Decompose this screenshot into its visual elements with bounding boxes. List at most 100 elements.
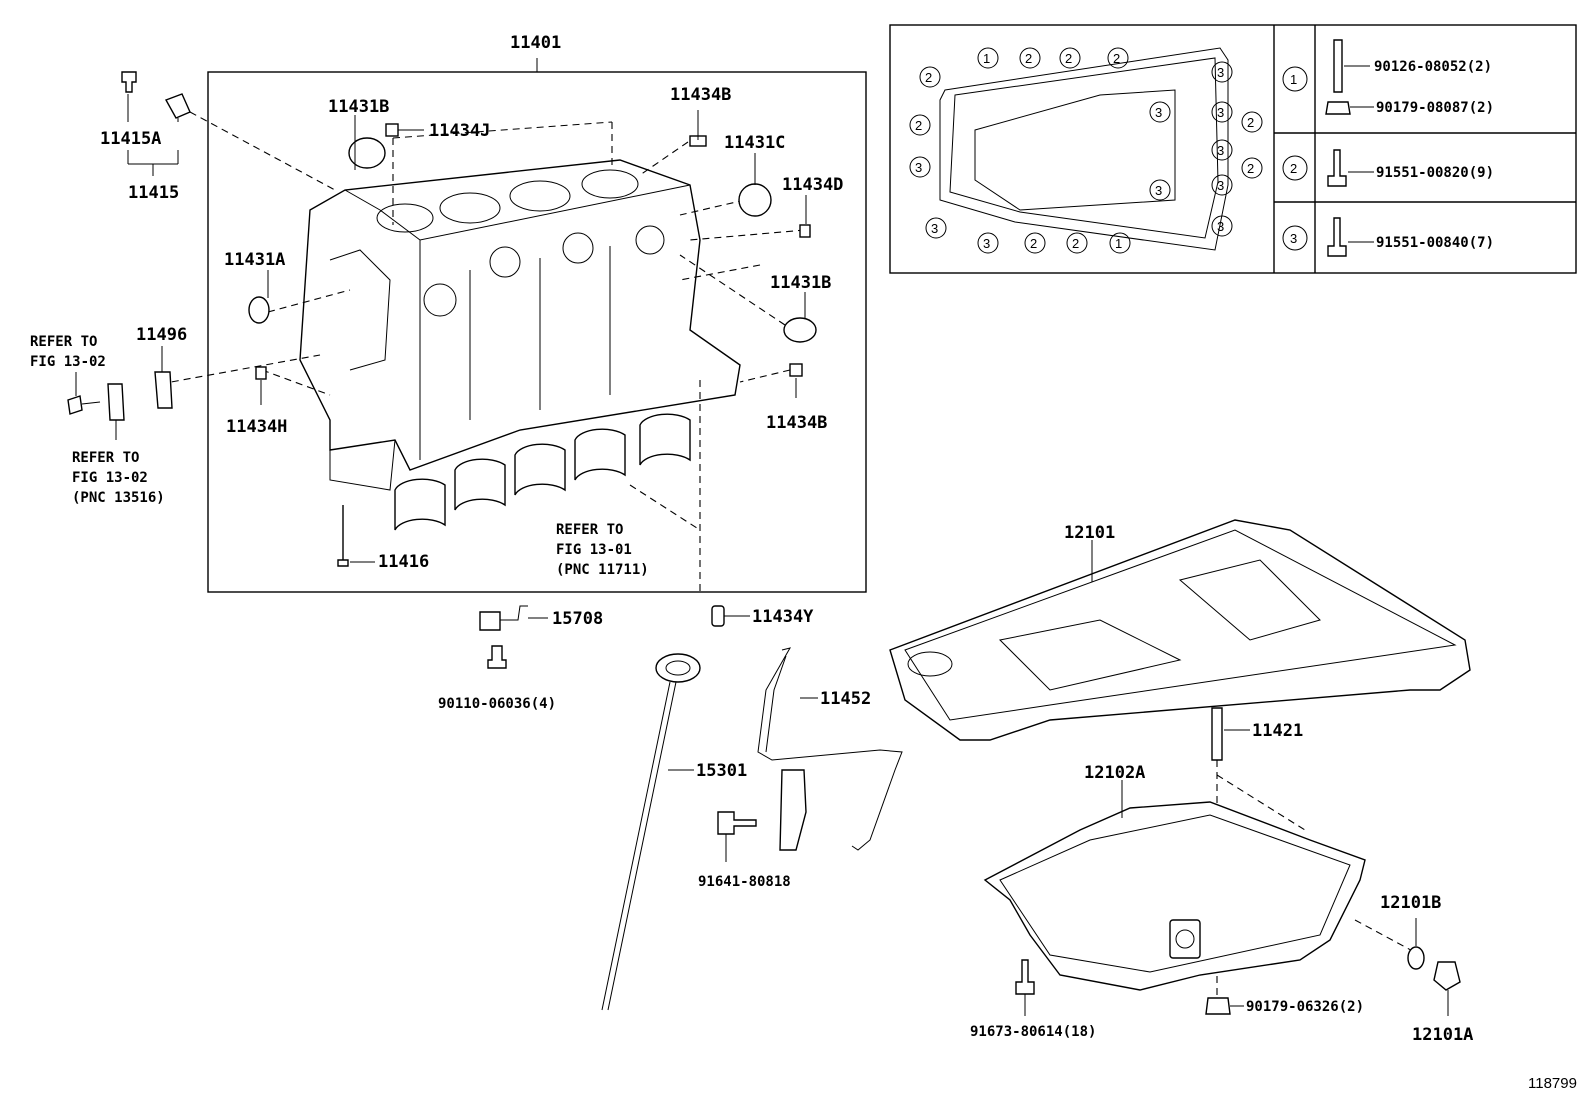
svg-text:2: 2 [1030,236,1037,251]
bolt-row-2: 2 91551-00820(9) [1282,149,1494,187]
bearing-shells-icon [394,413,691,531]
bolt-90110-icon [487,645,507,669]
label-11401[interactable]: 11401 [510,33,561,53]
svg-text:3: 3 [1217,105,1224,120]
pin-11434b-bottom-icon [789,363,803,377]
part-91641-80818[interactable]: 91641-80818 [698,874,791,890]
clamp-11415-icon [164,93,191,119]
svg-text:2: 2 [1072,236,1079,251]
figure-id: 118799 [1528,1075,1577,1092]
flange-bolt-icon [1327,149,1347,187]
svg-text:3: 3 [1155,105,1162,120]
cylinder-block-icon [299,159,741,491]
label-11434b-bottom[interactable]: 11434B [766,413,827,433]
label-11434h[interactable]: 11434H [226,417,287,437]
nut-icon [1325,101,1351,115]
label-11431b-top[interactable]: 11431B [328,97,389,117]
label-11434d[interactable]: 11434D [782,175,843,195]
bolt-layout-table: 2 1 2 2 2 3 2 3 2 2 3 3 3 3 3 3 2 2 1 3 … [889,24,1577,274]
label-11431a[interactable]: 11431A [224,250,285,270]
seal-11431a-icon [248,296,270,324]
guide-tube-11452-icon [757,647,903,851]
svg-text:2: 2 [1065,51,1072,66]
svg-text:3: 3 [983,236,990,251]
refer-fig-13-01-line3[interactable]: (PNC 11711) [556,562,649,578]
oil-pan-group: 12101 11421 12102A 12101B 12101A 90179-0… [889,519,1473,1045]
bolt-row-1: 1 90126-08052(2) 90179-08087(2) [1282,39,1494,116]
stud-11421-icon [1211,707,1223,761]
pin-11434d-icon [799,224,811,238]
plug-11431c-icon [738,183,772,217]
refer-fig-13-02-top-line1[interactable]: REFER TO [30,334,97,350]
svg-text:2: 2 [1025,51,1032,66]
pin-11434h-icon [255,366,267,380]
label-11415[interactable]: 11415 [128,183,179,203]
refer-fig-13-02-bottom-line2[interactable]: FIG 13-02 [72,470,148,486]
stud-bolt-icon [1333,39,1343,93]
bolt-row-3: 3 91551-00840(7) [1282,217,1494,257]
svg-text:1: 1 [1290,72,1297,87]
svg-text:1: 1 [983,51,990,66]
label-15708[interactable]: 15708 [552,609,603,629]
drain-plug-12101a-icon [1433,961,1461,991]
label-11434j[interactable]: 11434J [429,121,490,141]
oil-pan-upper-icon [889,519,1471,741]
part-90179-06326[interactable]: 90179-06326(2) [1246,999,1364,1015]
svg-text:1: 1 [1115,236,1122,251]
dipstick-group: 11434Y 15708 90110-06036(4) 15301 11452 … [438,605,903,1011]
part-90110-06036[interactable]: 90110-06036(4) [438,696,556,712]
label-11496[interactable]: 11496 [136,325,187,345]
label-12101[interactable]: 12101 [1064,523,1115,543]
label-11434b-top[interactable]: 11434B [670,85,731,105]
bolt-left-icon [67,395,83,415]
refer-fig-13-01-line2[interactable]: FIG 13-01 [556,542,632,558]
cylinder-block-group: 11401 [159,33,867,593]
refer-fig-13-02-bottom-line3[interactable]: (PNC 13516) [72,490,165,506]
svg-text:3: 3 [1290,231,1297,246]
dowel-11434y-icon [711,605,725,627]
part-90126-08052[interactable]: 90126-08052(2) [1374,59,1492,75]
label-11431b-right[interactable]: 11431B [770,273,831,293]
label-11421[interactable]: 11421 [1252,721,1303,741]
gasket-11496-icon [154,371,173,409]
nut-90179-06326-icon [1205,997,1231,1015]
label-11416[interactable]: 11416 [378,552,429,572]
svg-text:3: 3 [1217,65,1224,80]
svg-text:2: 2 [925,70,932,85]
part-91551-00840[interactable]: 91551-00840(7) [1376,235,1494,251]
left-parts-group: 11415A 11415 REFER TO FIG 13-02 11496 RE… [30,71,191,506]
oil-pan-lower-icon [983,801,1366,991]
bolt-91673-icon [1015,959,1035,995]
gasket-12101b-icon [1407,946,1425,970]
seal-11431b-icon [783,317,817,343]
svg-text:3: 3 [931,221,938,236]
bracket-15708-icon [479,611,501,631]
bracket-left-icon [107,383,125,421]
svg-text:3: 3 [1217,178,1224,193]
label-11415a[interactable]: 11415A [100,129,161,149]
svg-text:3: 3 [1217,143,1224,158]
pan-bolt-layout-outline [939,47,1229,251]
plug-11431b-top-icon [348,137,386,169]
label-15301[interactable]: 15301 [696,761,747,781]
label-11431c[interactable]: 11431C [724,133,785,153]
pin-11434j-icon [385,123,399,137]
svg-text:3: 3 [1217,219,1224,234]
label-11452[interactable]: 11452 [820,689,871,709]
refer-fig-13-01-line1[interactable]: REFER TO [556,522,623,538]
bolt-91641-icon [717,811,757,835]
refer-fig-13-02-bottom-line1[interactable]: REFER TO [72,450,139,466]
refer-fig-13-02-top-line2[interactable]: FIG 13-02 [30,354,106,370]
label-12101b[interactable]: 12101B [1380,893,1441,913]
svg-text:2: 2 [915,118,922,133]
label-11434y[interactable]: 11434Y [752,607,814,627]
part-91551-00820[interactable]: 91551-00820(9) [1376,165,1494,181]
label-12101a[interactable]: 12101A [1412,1025,1473,1045]
svg-text:2: 2 [1290,161,1297,176]
flange-bolt-long-icon [1327,217,1347,257]
part-91673-80614[interactable]: 91673-80614(18) [970,1024,1096,1040]
part-90179-08087[interactable]: 90179-08087(2) [1376,100,1494,116]
label-12102a[interactable]: 12102A [1084,763,1145,783]
sensor-11415a-icon [121,71,137,93]
